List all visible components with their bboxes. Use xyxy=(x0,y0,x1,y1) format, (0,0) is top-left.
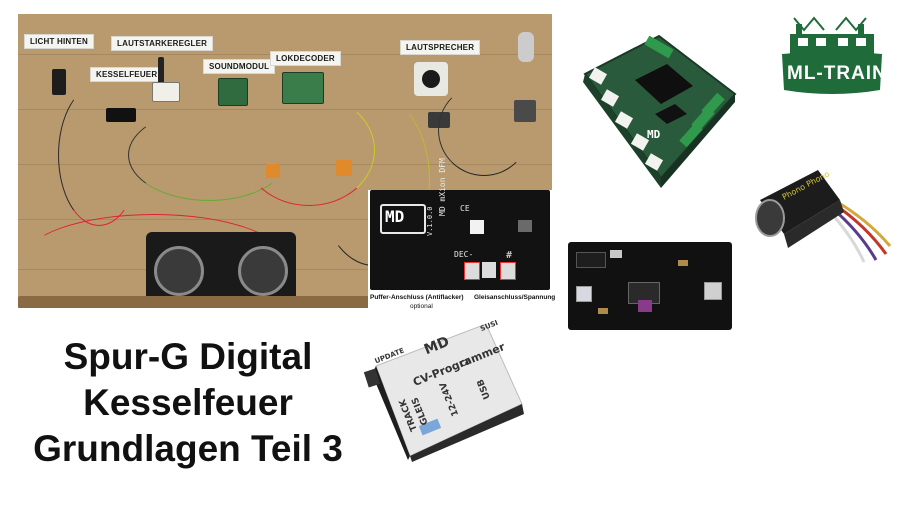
decoder-dec-label: DEC- xyxy=(454,250,474,259)
locomotive-logo-icon xyxy=(782,16,882,94)
label-kesselfeuer: KESSELFEUER xyxy=(90,67,164,82)
logo-text: ML-TRAIN xyxy=(787,63,887,84)
decoder-chip xyxy=(518,220,532,232)
caption-buffer: Puffer-Anschluss (Antiflacker) xyxy=(370,294,464,301)
cv-programmer-photo: UPDATE MD SUSI CV-Programmer CE TRACK GL… xyxy=(362,318,534,462)
decoder-pad-buffer xyxy=(464,262,480,280)
decoder-pad-track xyxy=(500,262,516,280)
sound-cylinder-photo: Phono Phono xyxy=(748,160,894,264)
decoder-brand: MD xyxy=(385,207,405,226)
ml-train-logo: ML-TRAIN xyxy=(776,10,888,102)
decoder-model: MD mXion DFM xyxy=(438,158,447,216)
decoder-board-photo: MD xyxy=(575,30,743,190)
volume-knob-shaft xyxy=(158,57,164,87)
sound-module-board xyxy=(218,78,248,106)
caption-buffer-optional: optional xyxy=(410,303,433,310)
rear-light-component xyxy=(52,69,66,95)
decoder-pad-2 xyxy=(482,262,496,278)
decoder-ce: CE xyxy=(460,204,470,213)
speaker-housing xyxy=(414,62,448,96)
decoder-pad-1 xyxy=(470,220,484,234)
motor-block xyxy=(146,232,296,304)
label-lokdecoder: LOKDECODER xyxy=(270,51,341,66)
label-lautsprecher: LAUTSPRECHER xyxy=(400,40,481,55)
title-line-1: Spur-G Digital xyxy=(63,336,313,377)
title-line-3: Grundlagen Teil 3 xyxy=(33,428,343,469)
label-licht-hinten: LICHT HINTEN xyxy=(24,34,94,49)
decoder-closeup-photo: MD MD mXion DFM V.1.0.0 CE DEC- # Puffer… xyxy=(368,158,556,314)
decoder-version: V.1.0.0 xyxy=(426,206,434,236)
md-logo-icon xyxy=(380,204,426,234)
title-block: Spur-G Digital Kesselfeuer Grundlagen Te… xyxy=(18,336,358,470)
caption-track: Gleisanschluss/Spannung xyxy=(474,294,556,301)
volume-regulator xyxy=(152,82,180,102)
front-light-component xyxy=(518,32,534,62)
title-line-2: Kesselfeuer xyxy=(83,382,293,423)
label-lautstarkeregler: LAUTSTARKEREGLER xyxy=(111,36,214,51)
decoder-hash: # xyxy=(506,250,513,261)
wiring-board-photo: LICHT HINTEN LAUTSTARKEREGLER KESSELFEUE… xyxy=(18,14,552,308)
small-decoder-photo xyxy=(568,242,732,330)
label-soundmodul: SOUNDMODUL xyxy=(203,59,276,74)
esu-brand-mark: MD xyxy=(647,128,661,141)
